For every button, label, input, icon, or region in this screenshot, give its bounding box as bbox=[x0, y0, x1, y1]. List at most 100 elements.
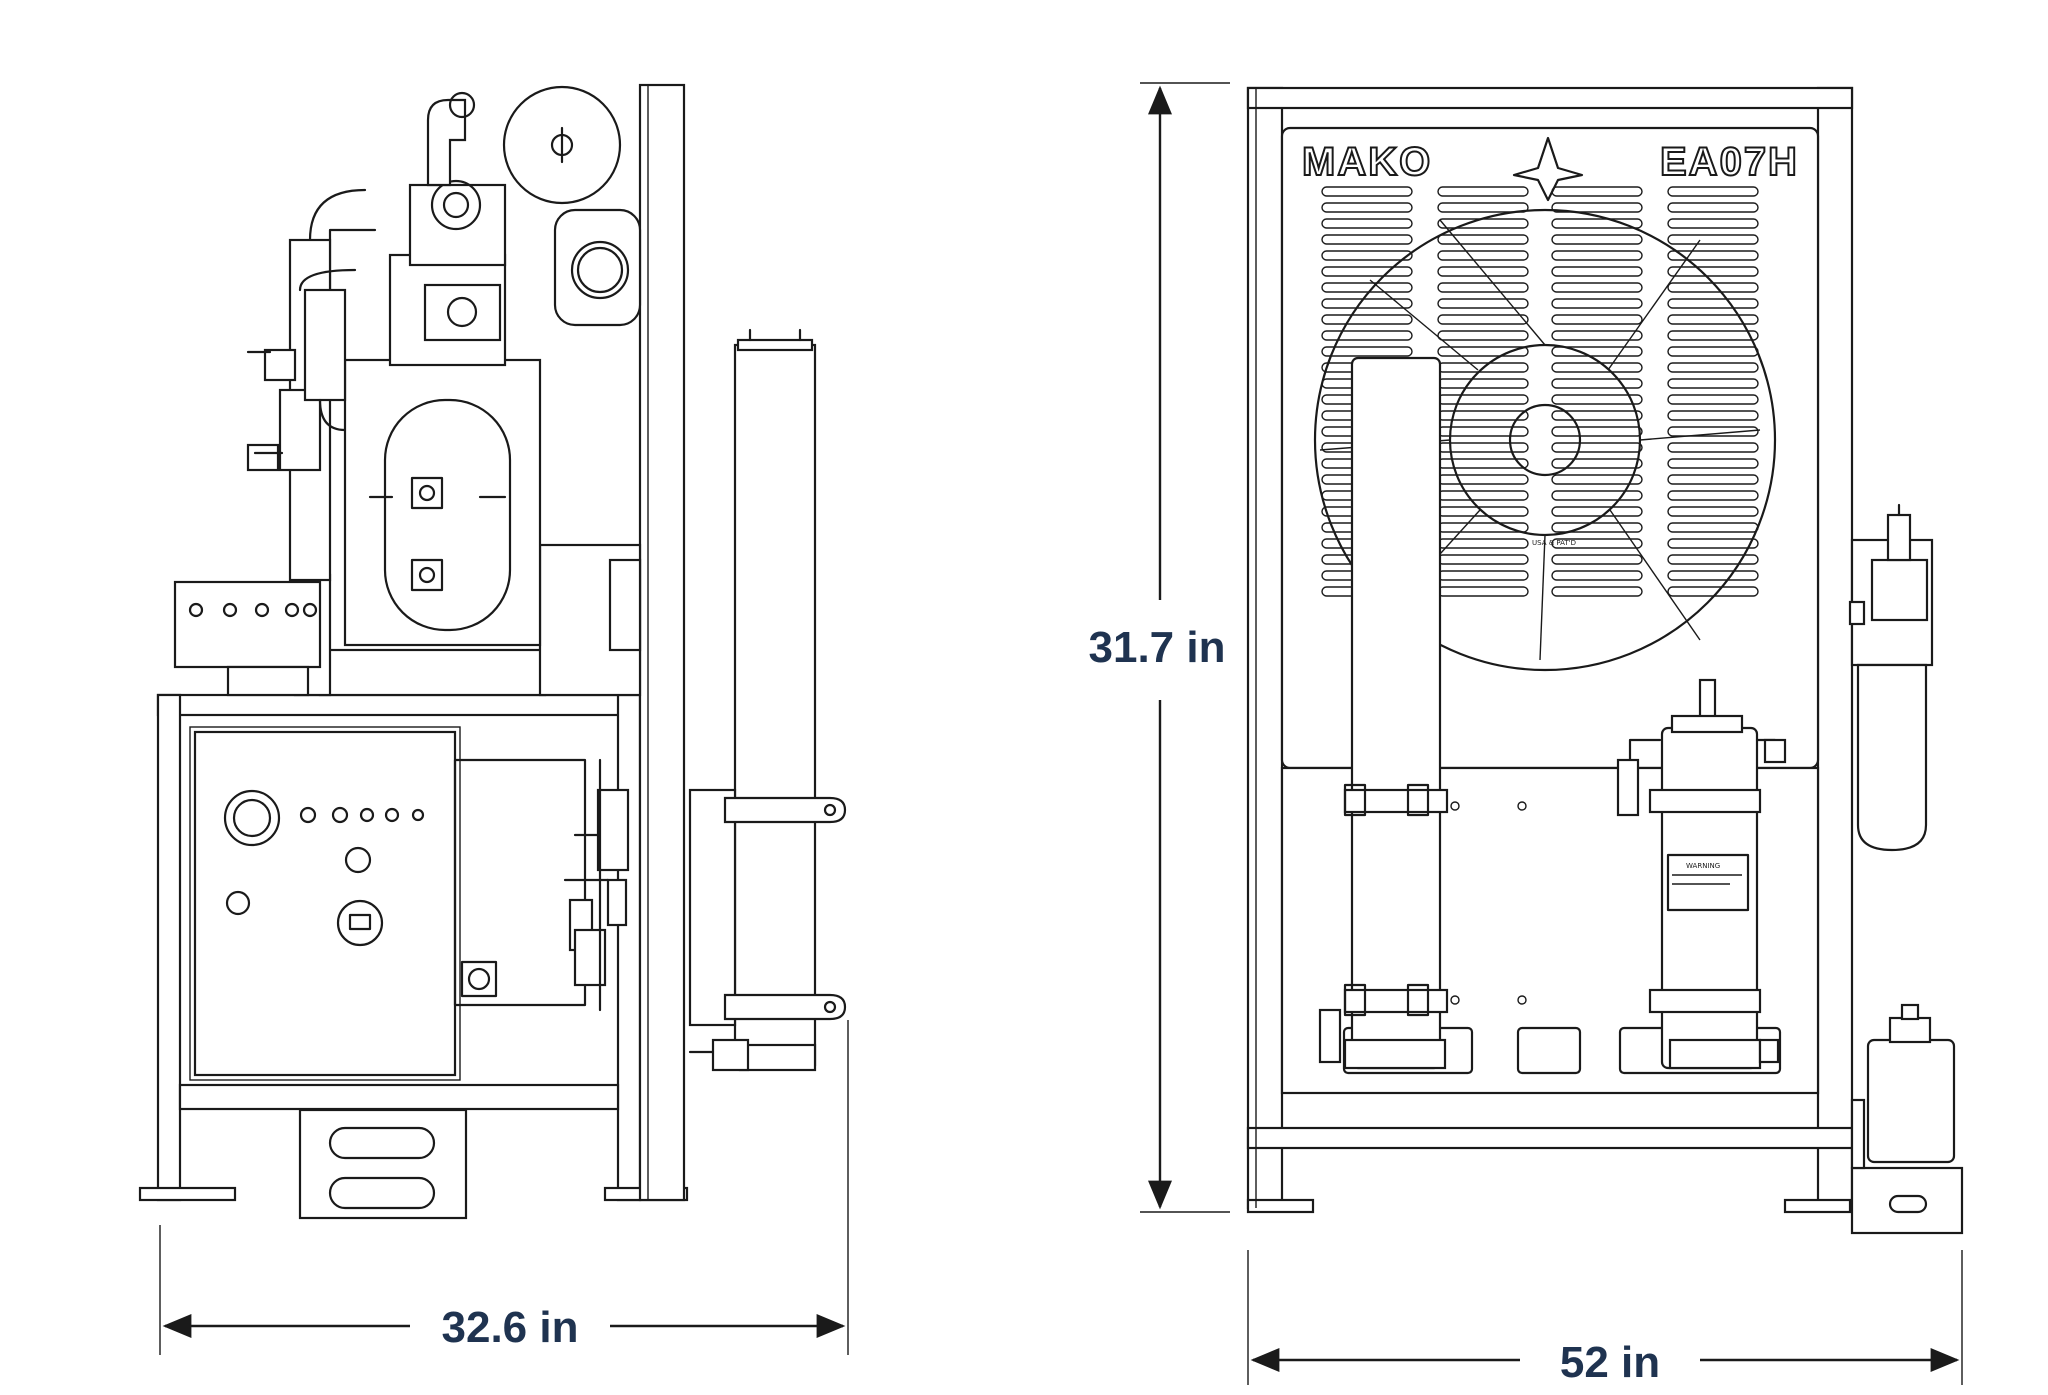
grille-slot bbox=[1667, 202, 1759, 213]
grille-slot bbox=[1667, 378, 1759, 389]
grille-slot bbox=[1551, 522, 1643, 533]
grille-slot bbox=[1437, 282, 1529, 293]
grille-slot bbox=[1551, 282, 1643, 293]
forklift-pocket bbox=[298, 1108, 468, 1220]
grille-slot bbox=[1321, 202, 1413, 213]
side-rear-post bbox=[638, 83, 686, 1202]
grille-slot bbox=[1667, 426, 1759, 437]
grille-slot bbox=[1667, 298, 1759, 309]
warning-label: WARNING bbox=[1686, 862, 1720, 870]
grille-slot bbox=[1667, 570, 1759, 581]
grille-slot bbox=[1667, 474, 1759, 485]
grille-slot bbox=[1437, 202, 1529, 213]
grille-slot bbox=[1437, 186, 1529, 197]
grille-slot bbox=[1551, 490, 1643, 501]
grille-slot bbox=[1667, 538, 1759, 549]
front-width-dimension: 52 in bbox=[1247, 1250, 1963, 1387]
grille-slot bbox=[1437, 266, 1529, 277]
grille-slot bbox=[1551, 586, 1643, 597]
grille-slot bbox=[1321, 298, 1413, 309]
grille-slot bbox=[1667, 266, 1759, 277]
side-base-frame bbox=[138, 693, 689, 1202]
grille-slot bbox=[1321, 234, 1413, 245]
brand-logo: MAKO bbox=[1302, 140, 1432, 184]
grille-slot bbox=[1667, 586, 1759, 597]
grille-slot bbox=[1551, 202, 1643, 213]
model-label: EA07H bbox=[1660, 140, 1799, 184]
grille-slot bbox=[1667, 554, 1759, 565]
grille-slot bbox=[1551, 346, 1643, 357]
grille-slot bbox=[1551, 218, 1643, 229]
grille-slot bbox=[1667, 506, 1759, 517]
side-width-dimension: 32.6 in bbox=[159, 1020, 849, 1355]
grille-slot bbox=[1437, 314, 1529, 325]
height-dimension: 31.7 in bbox=[1089, 82, 1230, 1213]
grille-slot bbox=[1437, 346, 1529, 357]
grille-slot bbox=[1667, 282, 1759, 293]
grille-slot bbox=[1437, 234, 1529, 245]
grille-slot bbox=[1437, 330, 1529, 341]
grille-slot bbox=[1551, 362, 1643, 373]
grille-slot bbox=[1667, 234, 1759, 245]
grille-slot bbox=[1321, 346, 1413, 357]
side-filter-tower bbox=[688, 328, 847, 1072]
front-side-separator bbox=[1848, 503, 1964, 1235]
grille-slot bbox=[1551, 410, 1643, 421]
side-view bbox=[138, 83, 847, 1220]
grille-slot bbox=[1551, 474, 1643, 485]
grille-slot bbox=[1667, 314, 1759, 325]
grille-slot bbox=[1551, 442, 1643, 453]
grille-slot bbox=[1321, 330, 1413, 341]
grille-slot bbox=[1551, 234, 1643, 245]
front-width-label: 52 in bbox=[1560, 1338, 1660, 1387]
grille-slot bbox=[1551, 250, 1643, 261]
grille-slot bbox=[1551, 266, 1643, 277]
side-width-label: 32.6 in bbox=[442, 1303, 579, 1352]
front-filter-left bbox=[1318, 356, 1449, 1070]
compressor-block bbox=[173, 85, 642, 697]
grille-slot bbox=[1321, 266, 1413, 277]
grille-slot bbox=[1667, 186, 1759, 197]
grille-slot bbox=[1437, 250, 1529, 261]
fan-label: USA & PAT'D bbox=[1532, 539, 1576, 547]
grille-slot bbox=[1321, 218, 1413, 229]
front-frame bbox=[1246, 86, 1854, 1214]
side-valves bbox=[453, 758, 630, 1012]
grille-slot bbox=[1551, 570, 1643, 581]
grille-slot bbox=[1667, 346, 1759, 357]
grille-slot bbox=[1667, 250, 1759, 261]
grille-slot bbox=[1551, 298, 1643, 309]
grille-slot bbox=[1321, 314, 1413, 325]
grille-slot bbox=[1551, 330, 1643, 341]
grille-slot bbox=[1667, 394, 1759, 405]
brand-emblem-icon bbox=[1512, 136, 1584, 202]
grille-slot bbox=[1551, 394, 1643, 405]
grille-slot bbox=[1551, 506, 1643, 517]
grille-slot bbox=[1667, 458, 1759, 469]
grille-slot bbox=[1321, 282, 1413, 293]
grille-slot bbox=[1551, 426, 1643, 437]
grille-slot bbox=[1667, 362, 1759, 373]
grille-slot bbox=[1321, 250, 1413, 261]
grille-slot bbox=[1667, 522, 1759, 533]
grille-slot bbox=[1551, 458, 1643, 469]
front-view: MAKO EA07H USA & PAT'D bbox=[1246, 86, 1964, 1235]
grille-slot bbox=[1551, 314, 1643, 325]
grille-slot bbox=[1437, 298, 1529, 309]
grille-slot bbox=[1551, 538, 1643, 549]
grille-slot bbox=[1667, 410, 1759, 421]
grille-slot bbox=[1551, 186, 1643, 197]
grille-slot bbox=[1667, 330, 1759, 341]
grille-slot bbox=[1667, 218, 1759, 229]
grille-slot bbox=[1551, 378, 1643, 389]
height-label: 31.7 in bbox=[1089, 623, 1226, 672]
fan-circle bbox=[1313, 208, 1777, 672]
grille-slot bbox=[1321, 186, 1413, 197]
grille-slot bbox=[1551, 554, 1643, 565]
grille-slot bbox=[1437, 218, 1529, 229]
grille-slot bbox=[1667, 442, 1759, 453]
front-filter-right: WARNING bbox=[1616, 678, 1787, 1070]
grille-slot bbox=[1667, 490, 1759, 501]
control-box bbox=[189, 726, 498, 1081]
